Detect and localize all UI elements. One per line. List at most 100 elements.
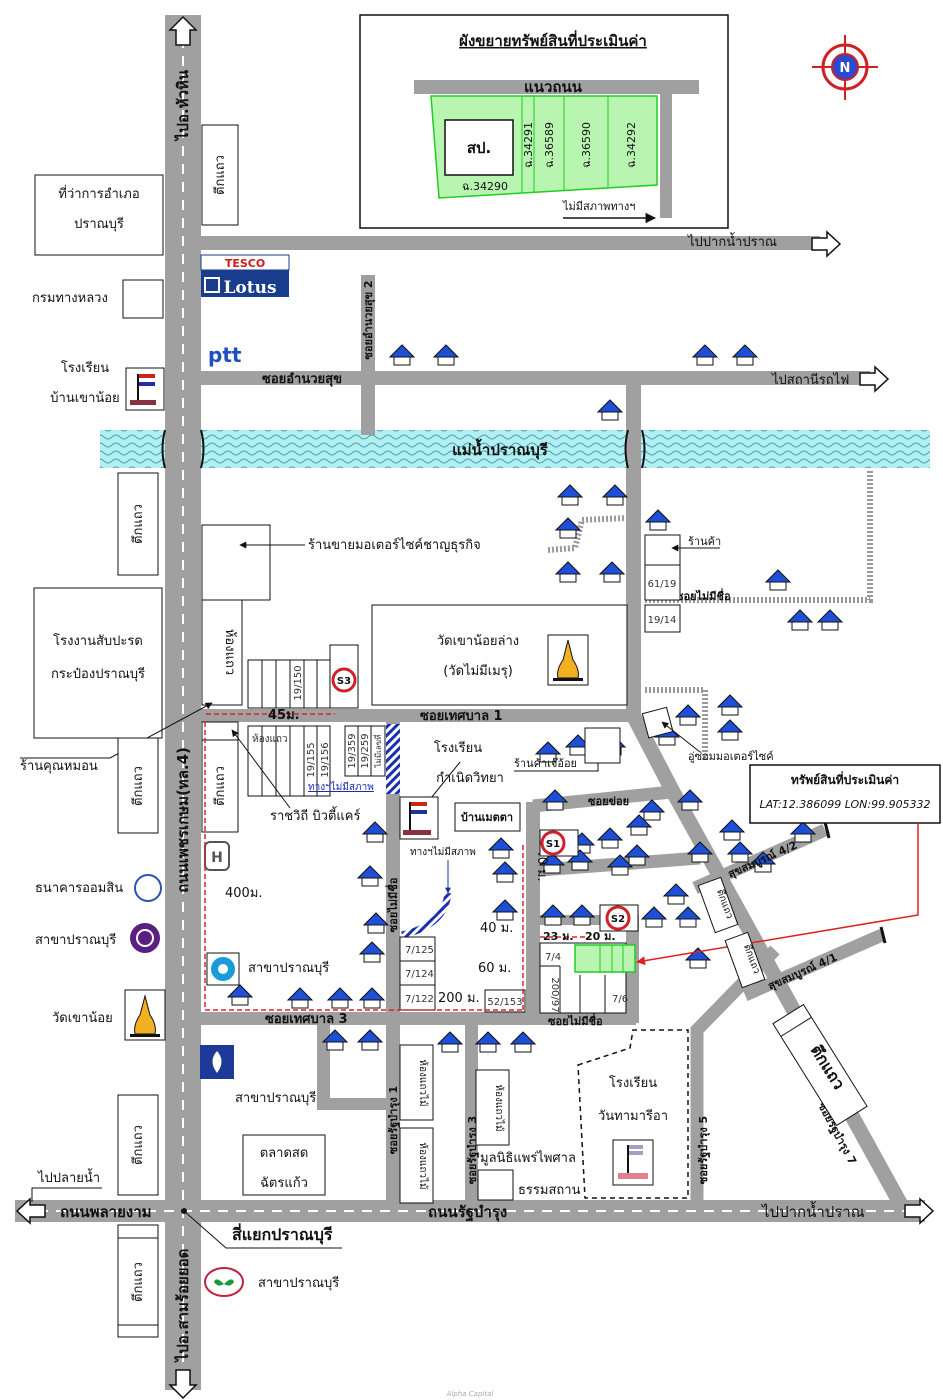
distance-200: 200 ม. — [438, 991, 480, 1006]
row-house-label: ห้องแถว — [252, 733, 288, 745]
arrow-right-icon — [859, 365, 890, 393]
house-icon — [662, 883, 690, 905]
school-kamnoet-label: โรงเรียน — [434, 740, 482, 756]
khun-mon-shop-label: ร้านคุณหมอน — [20, 759, 98, 774]
house-icon — [539, 904, 567, 926]
house-icon — [356, 865, 384, 887]
district-office-label: ที่ว่าการอำเภอ — [58, 185, 139, 202]
house-icon — [388, 344, 416, 366]
scb-logo — [130, 923, 160, 953]
label-soi-khoi: ซอยข่อย — [588, 795, 629, 808]
gsb-label: ธนาคารออมสิน — [35, 881, 123, 896]
distance-23: 23 ม. — [543, 930, 574, 943]
house-icon — [554, 517, 582, 539]
road-ratbamrung3 — [465, 1025, 478, 1203]
school-kamnoet-label-2: กำเนิดวิทยา — [436, 771, 504, 786]
road-loop-h — [317, 1098, 397, 1110]
river — [100, 430, 930, 468]
road-tessaban3 — [200, 1012, 536, 1025]
house-icon — [538, 852, 566, 874]
measurement-lines — [204, 713, 590, 1011]
label-amnuaysuk: ซอยอำนวยสุข — [262, 371, 342, 387]
house-icon — [286, 987, 314, 1009]
house-icon — [789, 821, 817, 843]
watermark: Alpha Capital — [446, 1390, 494, 1398]
school-flag-icon — [399, 796, 439, 840]
arrow-right-icon — [811, 230, 842, 258]
house-icon — [731, 344, 759, 366]
plot-36589: ฉ.36589 — [543, 122, 556, 168]
svg-text:TESCO: TESCO — [225, 257, 265, 270]
no-access-strip — [386, 724, 400, 794]
house-icon — [487, 837, 515, 859]
house-icon — [623, 844, 651, 866]
wooden-row-house-label: ห้องแถวไม้ — [417, 1142, 429, 1189]
house-number: 19/150 — [293, 665, 304, 700]
subject-title: ทรัพย์สินที่ประเมินค่า — [791, 771, 899, 787]
marker-s1: S1 — [539, 829, 579, 857]
motorbike-garage-label: อู่ซ่อมมอเตอร์ไซค์ — [688, 750, 774, 763]
house-number: 19/359 — [347, 733, 358, 768]
house-icon — [716, 694, 744, 716]
label-to-paknam-top: ไปปากน้ำปราณ — [687, 232, 777, 250]
house-icon — [432, 344, 460, 366]
pineapple-factory — [33, 587, 163, 739]
house-icon — [598, 561, 626, 583]
house-icon — [568, 904, 596, 926]
house-number: 19/155 — [306, 742, 317, 777]
river-label: แม่น้ำปราณบุรี — [452, 438, 549, 460]
house-number: 7/124 — [405, 969, 434, 980]
distance-400: 400ม. — [225, 886, 263, 901]
wat-label-2: (วัดไม่มีเมรุ) — [443, 663, 513, 679]
plot-34290: ฉ.34290 — [462, 180, 508, 193]
svg-text:S1: S1 — [546, 839, 560, 850]
no-access-label-1: ทางฯไม่มีสภาพ — [308, 781, 374, 793]
distance-40-vertical: 40 ม. — [534, 848, 549, 881]
label-ratbamrung1: ซอยรัฐบำรุง 1 — [387, 1086, 401, 1154]
house-icon — [491, 861, 519, 883]
svg-text:H: H — [211, 850, 223, 866]
foundation-label: มูลนิธิแพร่ไพศาล — [480, 1150, 576, 1166]
house-icon — [596, 827, 624, 849]
ptt-logo: ptt — [208, 343, 242, 367]
house-number: 61/19 — [648, 579, 677, 590]
house-icon — [509, 1031, 537, 1053]
school-flag-icon — [125, 367, 165, 411]
honda-logo: H — [204, 841, 230, 871]
plot-34291: ฉ.34291 — [522, 122, 535, 168]
road-tessaban1 — [200, 709, 640, 722]
house-icon — [596, 399, 624, 421]
wooden-row-house-label: ห้องแถวไม้ — [417, 1059, 429, 1106]
house-icon — [356, 1029, 384, 1051]
baan-metta-label: บ้านเมตตา — [461, 811, 513, 824]
house-icon — [534, 741, 562, 763]
svg-text:S2: S2 — [611, 914, 625, 925]
house-icon — [541, 789, 569, 811]
house-number: 19/14 — [648, 615, 677, 626]
label-ratbamrung5: ซอยรัฐบำรุง 5 — [697, 1116, 711, 1184]
house-icon — [716, 719, 744, 741]
market — [242, 1134, 326, 1196]
house-number: 7/6 — [612, 994, 628, 1005]
inset-road-label: แนวถนน — [524, 78, 583, 96]
road-no-name-1 — [386, 722, 400, 1202]
distance-40: 40 ม. — [480, 921, 513, 936]
school-khaonoi-label-2: บ้านเขาน้อย — [50, 391, 119, 406]
house-number: 19/259 — [360, 733, 371, 768]
label-to-samroiyot: ไปอ.สามร้อยยอด — [173, 1249, 192, 1364]
branch-label: สาขาปราณบุรี — [248, 960, 329, 976]
house-icon — [362, 912, 390, 934]
house-icon — [606, 854, 634, 876]
road-amnuaysuk2 — [361, 275, 375, 435]
road-suksomboon41 — [742, 929, 885, 1001]
shophouse-label: ตึกแถว — [131, 1262, 146, 1302]
shophouse-label: ตึกแถว — [213, 766, 228, 806]
label-phetkasem: ถนนเพชรเกษม(ทล.4) — [174, 747, 192, 893]
house-icon — [786, 609, 814, 631]
label-no-name-1: ซอยไม่มีชื่อ — [385, 878, 400, 933]
shophouse-label: ตึกแถว — [131, 766, 146, 806]
shophouse-label: ตึกแถว — [213, 155, 228, 195]
je-oi-shop-label: ร้านค้าเจ๊อ้อย — [514, 757, 577, 770]
motorbike-shop — [201, 524, 271, 601]
